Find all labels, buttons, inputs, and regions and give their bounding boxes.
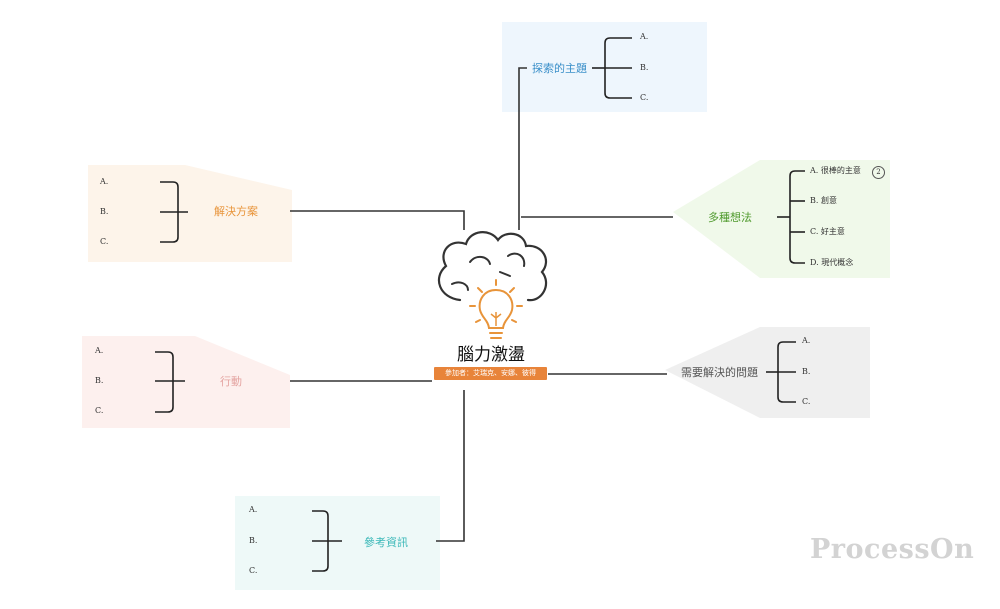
ideas-item-a[interactable]: A. 很棒的主意 bbox=[810, 166, 861, 175]
solution-topic-label[interactable]: 解決方案 bbox=[214, 205, 258, 218]
ideas-item-c[interactable]: C. 好主意 bbox=[810, 227, 845, 236]
ideas-bracket bbox=[777, 170, 805, 264]
problem-bracket bbox=[766, 341, 796, 403]
action-item-c[interactable]: C. bbox=[95, 406, 104, 415]
connector-explore bbox=[518, 67, 527, 230]
reference-bracket bbox=[312, 510, 342, 572]
brain-lightbulb-icon bbox=[437, 231, 548, 339]
solution-bracket bbox=[160, 181, 188, 243]
explore-topic-label[interactable]: 探索的主題 bbox=[532, 62, 587, 75]
reference-panel bbox=[235, 496, 440, 590]
explore-item-b[interactable]: B. bbox=[640, 63, 649, 72]
solution-item-a[interactable]: A. bbox=[100, 177, 109, 186]
reference-topic-label[interactable]: 參考資訊 bbox=[364, 536, 408, 549]
explore-bracket bbox=[592, 37, 632, 99]
solution-item-b[interactable]: B. bbox=[100, 207, 109, 216]
action-topic-label[interactable]: 行動 bbox=[220, 375, 242, 388]
action-panel bbox=[82, 336, 290, 428]
solution-panel bbox=[88, 165, 292, 262]
ideas-topic-label[interactable]: 多種想法 bbox=[708, 211, 752, 224]
problem-item-c[interactable]: C. bbox=[802, 397, 811, 406]
reference-item-a[interactable]: A. bbox=[249, 505, 258, 514]
ideas-panel bbox=[673, 160, 890, 278]
connector-solution bbox=[290, 210, 465, 230]
processon-watermark: ProcessOn bbox=[810, 534, 975, 565]
action-item-a[interactable]: A. bbox=[95, 346, 104, 355]
ideas-item-a-count-badge[interactable]: 2 bbox=[872, 166, 885, 179]
connector-reference bbox=[436, 390, 465, 542]
reference-item-b[interactable]: B. bbox=[249, 536, 258, 545]
central-topic-title[interactable]: 腦力激盪 bbox=[457, 345, 525, 365]
participants-label: 參加者：艾瑞克、安娜、彼得 bbox=[434, 367, 547, 380]
problem-item-a[interactable]: A. bbox=[802, 336, 811, 345]
action-item-b[interactable]: B. bbox=[95, 376, 104, 385]
problem-item-b[interactable]: B. bbox=[802, 367, 811, 376]
explore-item-a[interactable]: A. bbox=[640, 32, 649, 41]
explore-item-c[interactable]: C. bbox=[640, 93, 649, 102]
action-bracket bbox=[155, 351, 185, 413]
reference-item-c[interactable]: C. bbox=[249, 566, 258, 575]
solution-item-c[interactable]: C. bbox=[100, 237, 109, 246]
problem-topic-label[interactable]: 需要解決的問題 bbox=[681, 366, 758, 379]
ideas-item-b[interactable]: B. 創意 bbox=[810, 196, 837, 205]
ideas-item-d[interactable]: D. 現代概念 bbox=[810, 258, 854, 267]
